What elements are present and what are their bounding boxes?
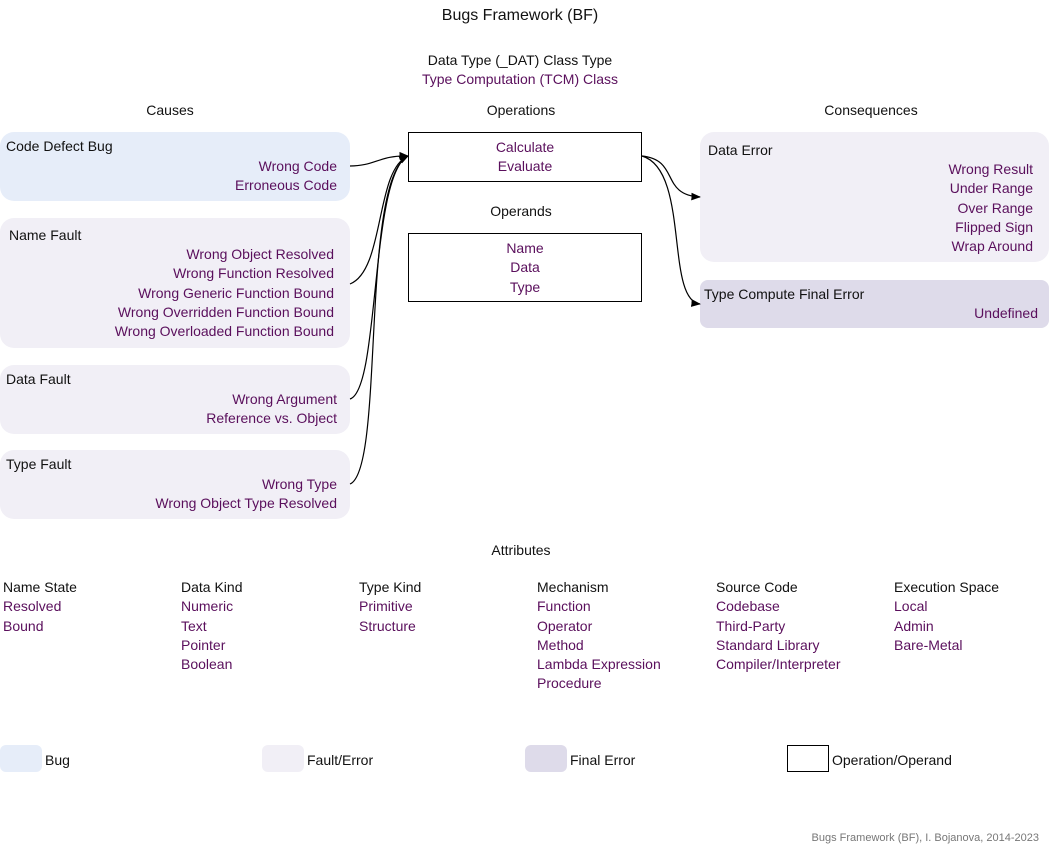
operations-box: Calculate Evaluate <box>408 132 642 182</box>
attr-value: Method <box>537 636 584 653</box>
attr-value: Lambda Expression <box>537 656 661 673</box>
type-fault-items: Wrong Type Wrong Object Type Resolved <box>155 475 337 514</box>
attr-value: Boolean <box>181 656 233 673</box>
attr-value: Admin <box>894 617 934 634</box>
operations-heading: Operations <box>486 102 556 118</box>
type-fault-box: Type Fault Wrong Type Wrong Object Type … <box>0 450 350 519</box>
attr-heading: Data Kind <box>181 579 243 595</box>
attr-value: Text <box>181 617 207 634</box>
diagram-title: Bugs Framework (BF) <box>441 7 599 24</box>
attr-data-kind: Data Kind Numeric Text Pointer Boolean <box>181 578 242 674</box>
arrow-bug-to-operation <box>349 151 409 167</box>
attr-value: Resolved <box>3 598 62 615</box>
legend-swatch-final <box>525 745 567 772</box>
arrow-operation-to-data-error <box>641 155 701 201</box>
fault-item: Wrong Generic Function Bound <box>138 284 334 301</box>
bug-item: Erroneous Code <box>235 177 337 194</box>
operation-item: Calculate <box>495 139 555 155</box>
name-fault-name: Name Fault <box>9 227 82 243</box>
attr-name-state: Name State Resolved Bound <box>3 578 77 636</box>
attributes-heading: Attributes <box>491 542 551 558</box>
legend-swatch-bug <box>0 745 42 772</box>
fault-item: Wrong Argument <box>232 391 337 407</box>
arrow-data-fault-to-operation <box>349 155 409 400</box>
error-item: Wrong Result <box>948 161 1033 177</box>
bug-items: Wrong Code Erroneous Code <box>235 157 337 196</box>
footer-credit: Bugs Framework (BF), I. Bojanova, 2014-2… <box>811 832 1039 844</box>
fault-item: Wrong Function Resolved <box>173 265 334 282</box>
fault-item: Wrong Overloaded Function Bound <box>114 323 334 340</box>
bug-box: Code Defect Bug Wrong Code Erroneous Cod… <box>0 132 350 201</box>
type-fault-name: Type Fault <box>6 456 72 472</box>
error-item: Wrap Around <box>951 238 1033 255</box>
attr-value: Bare-Metal <box>894 636 963 653</box>
data-fault-items: Wrong Argument Reference vs. Object <box>206 390 337 429</box>
operands-box: Name Data Type <box>408 233 642 302</box>
operands-heading: Operands <box>490 203 552 219</box>
final-error-item: Undefined <box>974 305 1038 321</box>
attr-value: Third-Party <box>716 617 786 634</box>
final-error-name: Type Compute Final Error <box>704 286 865 302</box>
fault-item: Wrong Overridden Function Bound <box>117 303 334 320</box>
fault-item: Wrong Object Type Resolved <box>155 495 337 512</box>
fault-item: Reference vs. Object <box>206 410 337 427</box>
attr-value: Procedure <box>537 675 602 692</box>
attr-value: Pointer <box>181 636 226 653</box>
arrow-operation-to-final-error <box>641 155 701 307</box>
fault-item: Wrong Object Resolved <box>186 246 334 262</box>
attr-heading: Type Kind <box>359 579 422 595</box>
class-type: Data Type (_DAT) Class Type <box>427 52 613 68</box>
final-error-items: Undefined <box>974 304 1038 323</box>
data-fault-name: Data Fault <box>6 371 71 387</box>
legend-label-operation: Operation/Operand <box>832 752 952 768</box>
class-name: Type Computation (TCM) Class <box>421 71 619 87</box>
consequences-heading: Consequences <box>824 102 918 118</box>
attr-value: Numeric <box>181 598 234 615</box>
attr-type-kind: Type Kind Primitive Structure <box>359 578 421 636</box>
data-error-name: Data Error <box>708 142 773 158</box>
attr-mechanism: Mechanism Function Operator Method Lambd… <box>537 578 661 694</box>
attr-execution-space: Execution Space Local Admin Bare-Metal <box>894 578 999 655</box>
data-error-box: Data Error Wrong Result Under Range Over… <box>700 132 1049 262</box>
error-item: Under Range <box>949 180 1033 197</box>
operand-item: Name <box>506 240 544 256</box>
fault-item: Wrong Type <box>262 476 337 492</box>
attr-value: Function <box>537 598 591 615</box>
causes-heading: Causes <box>146 102 194 118</box>
attr-value: Structure <box>359 617 416 634</box>
legend-label-final: Final Error <box>570 752 636 768</box>
legend-label-fault: Fault/Error <box>307 752 374 768</box>
name-fault-items: Wrong Object Resolved Wrong Function Res… <box>115 245 334 341</box>
attr-source-code: Source Code Codebase Third-Party Standar… <box>716 578 841 674</box>
operand-item: Data <box>510 259 540 276</box>
data-fault-box: Data Fault Wrong Argument Reference vs. … <box>0 365 350 434</box>
error-item: Flipped Sign <box>955 218 1033 235</box>
attr-heading: Mechanism <box>537 579 609 595</box>
attr-heading: Name State <box>3 579 77 595</box>
final-error-box: Type Compute Final Error Undefined <box>700 280 1049 328</box>
arrow-name-fault-to-operation <box>349 155 409 285</box>
legend-label-bug: Bug <box>45 752 70 768</box>
attr-value: Compiler/Interpreter <box>716 656 841 673</box>
bug-name: Code Defect Bug <box>6 138 113 154</box>
operation-item: Evaluate <box>497 158 553 175</box>
attr-value: Codebase <box>716 598 780 615</box>
attr-value: Bound <box>3 617 44 634</box>
bug-item: Wrong Code <box>258 158 337 174</box>
attr-value: Local <box>894 598 928 615</box>
name-fault-box: Name Fault Wrong Object Resolved Wrong F… <box>0 218 350 348</box>
attr-value: Standard Library <box>716 636 820 653</box>
legend-swatch-operation <box>787 745 829 772</box>
data-error-items: Wrong Result Under Range Over Range Flip… <box>948 160 1033 256</box>
attr-value: Primitive <box>359 598 413 615</box>
arrow-type-fault-to-operation <box>349 155 409 485</box>
operand-item: Type <box>509 278 541 295</box>
attr-heading: Execution Space <box>894 579 1000 595</box>
attr-value: Operator <box>537 617 593 634</box>
legend-swatch-fault <box>262 745 304 772</box>
attr-heading: Source Code <box>716 579 798 595</box>
error-item: Over Range <box>957 199 1033 216</box>
